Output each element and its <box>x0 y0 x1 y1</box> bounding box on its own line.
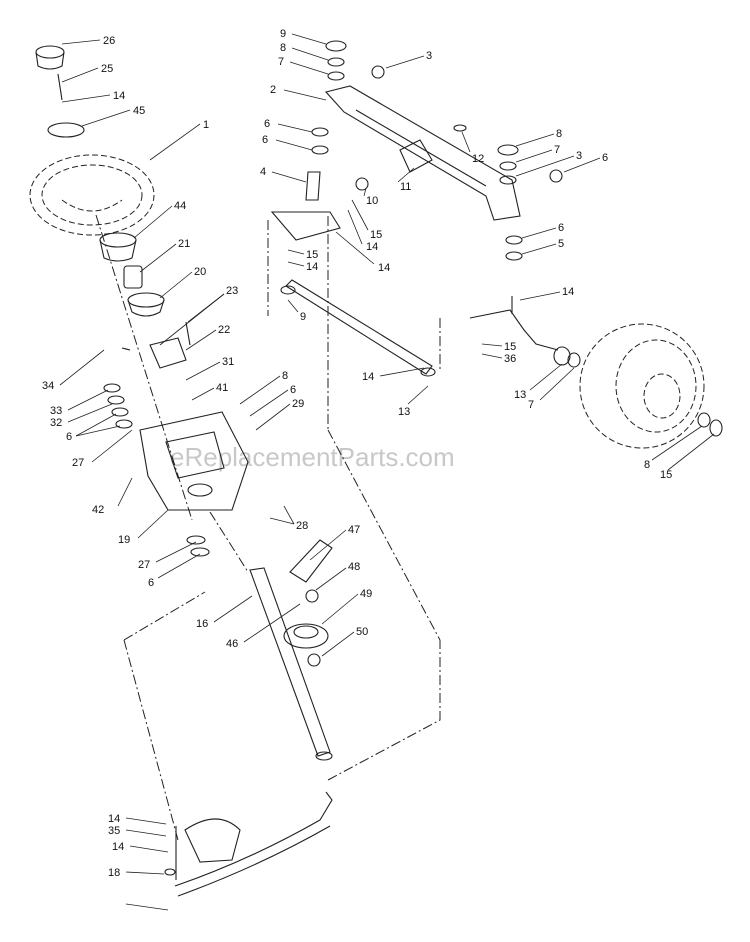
steering-cap <box>35 45 65 70</box>
callout-50: 50 <box>356 626 368 638</box>
callout-29: 29 <box>292 398 304 410</box>
callout-45: 45 <box>133 105 145 117</box>
front-wheel <box>579 323 705 449</box>
callout-6b: 6 <box>290 384 296 396</box>
callout-10: 10 <box>366 195 378 207</box>
callout-28: 28 <box>296 520 308 532</box>
callout-15b: 14 <box>306 261 318 273</box>
callout-11: 11 <box>400 181 411 193</box>
callout-14b: 14 <box>378 262 390 274</box>
callout-15a: 15 <box>370 229 382 241</box>
callout-14f: 13 <box>398 406 410 418</box>
callout-labels: 26 25 14 45 1 44 21 20 23 22 34 33 32 6 … <box>42 28 715 911</box>
callout-8d: 15 <box>660 469 672 481</box>
callout-13b: 7 <box>528 399 534 411</box>
callout-3b: 6 <box>602 152 608 164</box>
callout-6a: 6 <box>66 431 72 443</box>
callout-19: 19 <box>118 534 130 546</box>
callout-15c: 36 <box>504 353 516 365</box>
steering-wheel <box>29 154 155 236</box>
callout-14: 14 <box>113 90 125 102</box>
callout-21: 21 <box>178 238 190 250</box>
callout-14a: 14 <box>366 241 378 253</box>
callout-6c: 6 <box>148 577 154 589</box>
callout-6g: 5 <box>558 238 564 250</box>
callout-14g: 35 <box>108 825 120 837</box>
callout-32: 32 <box>50 417 62 429</box>
callout-8a: 8 <box>282 370 288 382</box>
callout-6d: 6 <box>264 118 270 130</box>
callout-25: 25 <box>101 63 113 75</box>
callout-14d: 9 <box>300 311 306 323</box>
callout-47: 47 <box>348 524 360 536</box>
callout-15d: 14 <box>108 813 120 825</box>
pulley <box>283 623 329 649</box>
callout-34: 34 <box>42 380 54 392</box>
spindle-right <box>469 296 559 351</box>
callout-12: 12 <box>472 153 484 165</box>
callout-8c: 7 <box>554 144 560 156</box>
washers-left <box>103 383 133 429</box>
callout-9b: 8 <box>556 128 562 140</box>
belt-guide <box>289 539 333 603</box>
callout-23: 23 <box>226 285 238 297</box>
callout-27b: 27 <box>138 559 150 571</box>
callout-42: 42 <box>92 504 104 516</box>
callout-7b: 3 <box>576 150 582 162</box>
callout-14e: 15 <box>504 341 516 353</box>
steering-boot <box>127 292 165 317</box>
callout-35: 14 <box>112 841 124 853</box>
callout-7c: 8 <box>644 459 650 471</box>
callout-33: 33 <box>50 405 62 417</box>
steering-shaft <box>249 567 333 761</box>
callout-27a: 27 <box>72 457 84 469</box>
callout-5: 14 <box>562 286 574 298</box>
callout-13a: 13 <box>514 389 526 401</box>
callout-14h: 18 <box>108 867 120 879</box>
callout-44: 44 <box>174 200 186 212</box>
callout-2: 2 <box>270 84 276 96</box>
callout-49: 49 <box>360 588 372 600</box>
callout-1: 1 <box>203 119 209 131</box>
callout-46: 46 <box>226 638 238 650</box>
callout-9a: 9 <box>280 28 286 40</box>
callout-7a: 7 <box>278 56 284 68</box>
callout-36: 14 <box>362 371 374 383</box>
steering-sector <box>164 791 333 897</box>
callout-6e: 6 <box>262 134 268 146</box>
watermark: eReplacementParts.com <box>170 442 455 472</box>
callout-8b: 8 <box>280 42 286 54</box>
steering-bushing <box>99 232 137 262</box>
callout-3a: 3 <box>426 50 432 62</box>
callout-16: 16 <box>196 618 208 630</box>
callout-26: 26 <box>103 35 115 47</box>
callout-4: 4 <box>260 166 266 178</box>
front-axle <box>324 85 521 221</box>
callout-31: 31 <box>222 356 234 368</box>
callout-20: 20 <box>194 266 206 278</box>
callout-14c: 15 <box>306 249 318 261</box>
callout-41: 41 <box>216 382 228 394</box>
callout-6f: 6 <box>558 222 564 234</box>
callout-22: 22 <box>218 324 230 336</box>
spindle-left <box>267 211 341 316</box>
callout-48: 48 <box>348 561 360 573</box>
steering-bracket <box>139 411 249 511</box>
tie-rod <box>280 279 436 377</box>
